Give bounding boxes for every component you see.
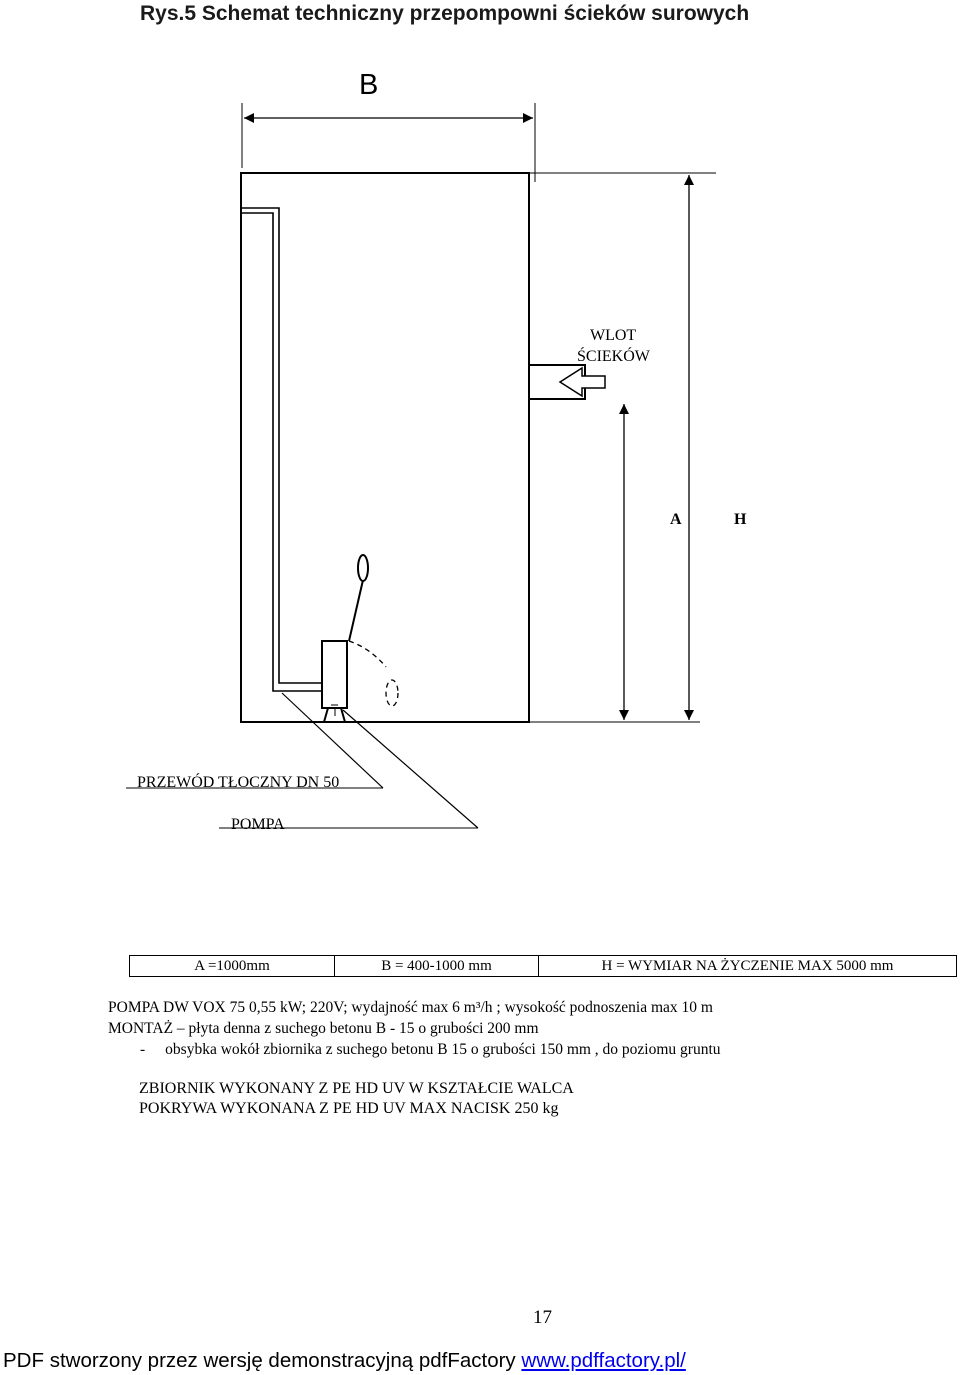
tank-outline	[240, 172, 530, 723]
spec-mounting: MONTAŻ – płyta denna z suchego betonu B …	[108, 1020, 539, 1037]
dim-b-cell: B = 400-1000 mm	[334, 955, 539, 977]
leader-pipe: PRZEWÓD TŁOCZNY DN 50	[126, 692, 384, 791]
inlet-pipe: WLOT ŚCIEKÓW	[529, 327, 651, 400]
label-pipe: PRZEWÓD TŁOCZNY DN 50	[137, 772, 339, 791]
discharge-pipe	[242, 207, 322, 692]
tank-line-2: POKRYWA WYKONANA Z PE HD UV MAX NACISK 2…	[139, 1100, 559, 1117]
dim-a-cell: A =1000mm	[129, 955, 335, 977]
table-row: A =1000mm B = 400-1000 mm H = WYMIAR NA …	[129, 955, 957, 977]
spec-pump: POMPA DW VOX 75 0,55 kW; 220V; wydajność…	[108, 999, 713, 1016]
label-b: B	[359, 69, 378, 101]
dim-h-cell: H = WYMIAR NA ŻYCZENIE MAX 5000 mm	[538, 955, 957, 977]
pump	[321, 640, 348, 723]
float-switch	[348, 554, 399, 707]
label-pump: POMPA	[231, 816, 285, 833]
footer: PDF stworzony przez wersję demonstracyjn…	[3, 1348, 686, 1374]
leader-pump: POMPA	[219, 709, 479, 833]
technical-diagram: B WLOT ŚCIEKÓW A H	[126, 69, 747, 833]
footer-text: PDF stworzony przez wersję demonstracyjn…	[3, 1349, 522, 1372]
dimension-b: B	[241, 69, 536, 182]
page-title: Rys.5 Schemat techniczny przepompowni śc…	[140, 2, 750, 25]
tank-line-1: ZBIORNIK WYKONANY Z PE HD UV W KSZTAŁCIE…	[139, 1080, 574, 1097]
label-inlet-line2: ŚCIEKÓW	[577, 346, 651, 365]
inlet-arrow-icon	[558, 366, 606, 398]
spec-lining: obsybka wokół zbiornika z suchego betonu…	[165, 1041, 721, 1058]
dimension-a: A	[619, 404, 682, 720]
dimensions-table: A =1000mm B = 400-1000 mm H = WYMIAR NA …	[129, 955, 957, 977]
page-number: 17	[533, 1307, 552, 1328]
footer-link[interactable]: www.pdffactory.pl/	[521, 1349, 686, 1372]
spec-lining-line: - obsybka wokół zbiornika z suchego beton…	[140, 1040, 721, 1060]
dimension-h: H	[684, 175, 747, 720]
spec-lining-dash: -	[140, 1041, 146, 1058]
label-h: H	[734, 511, 747, 528]
label-inlet-line1: WLOT	[590, 327, 636, 344]
label-a: A	[670, 511, 682, 528]
